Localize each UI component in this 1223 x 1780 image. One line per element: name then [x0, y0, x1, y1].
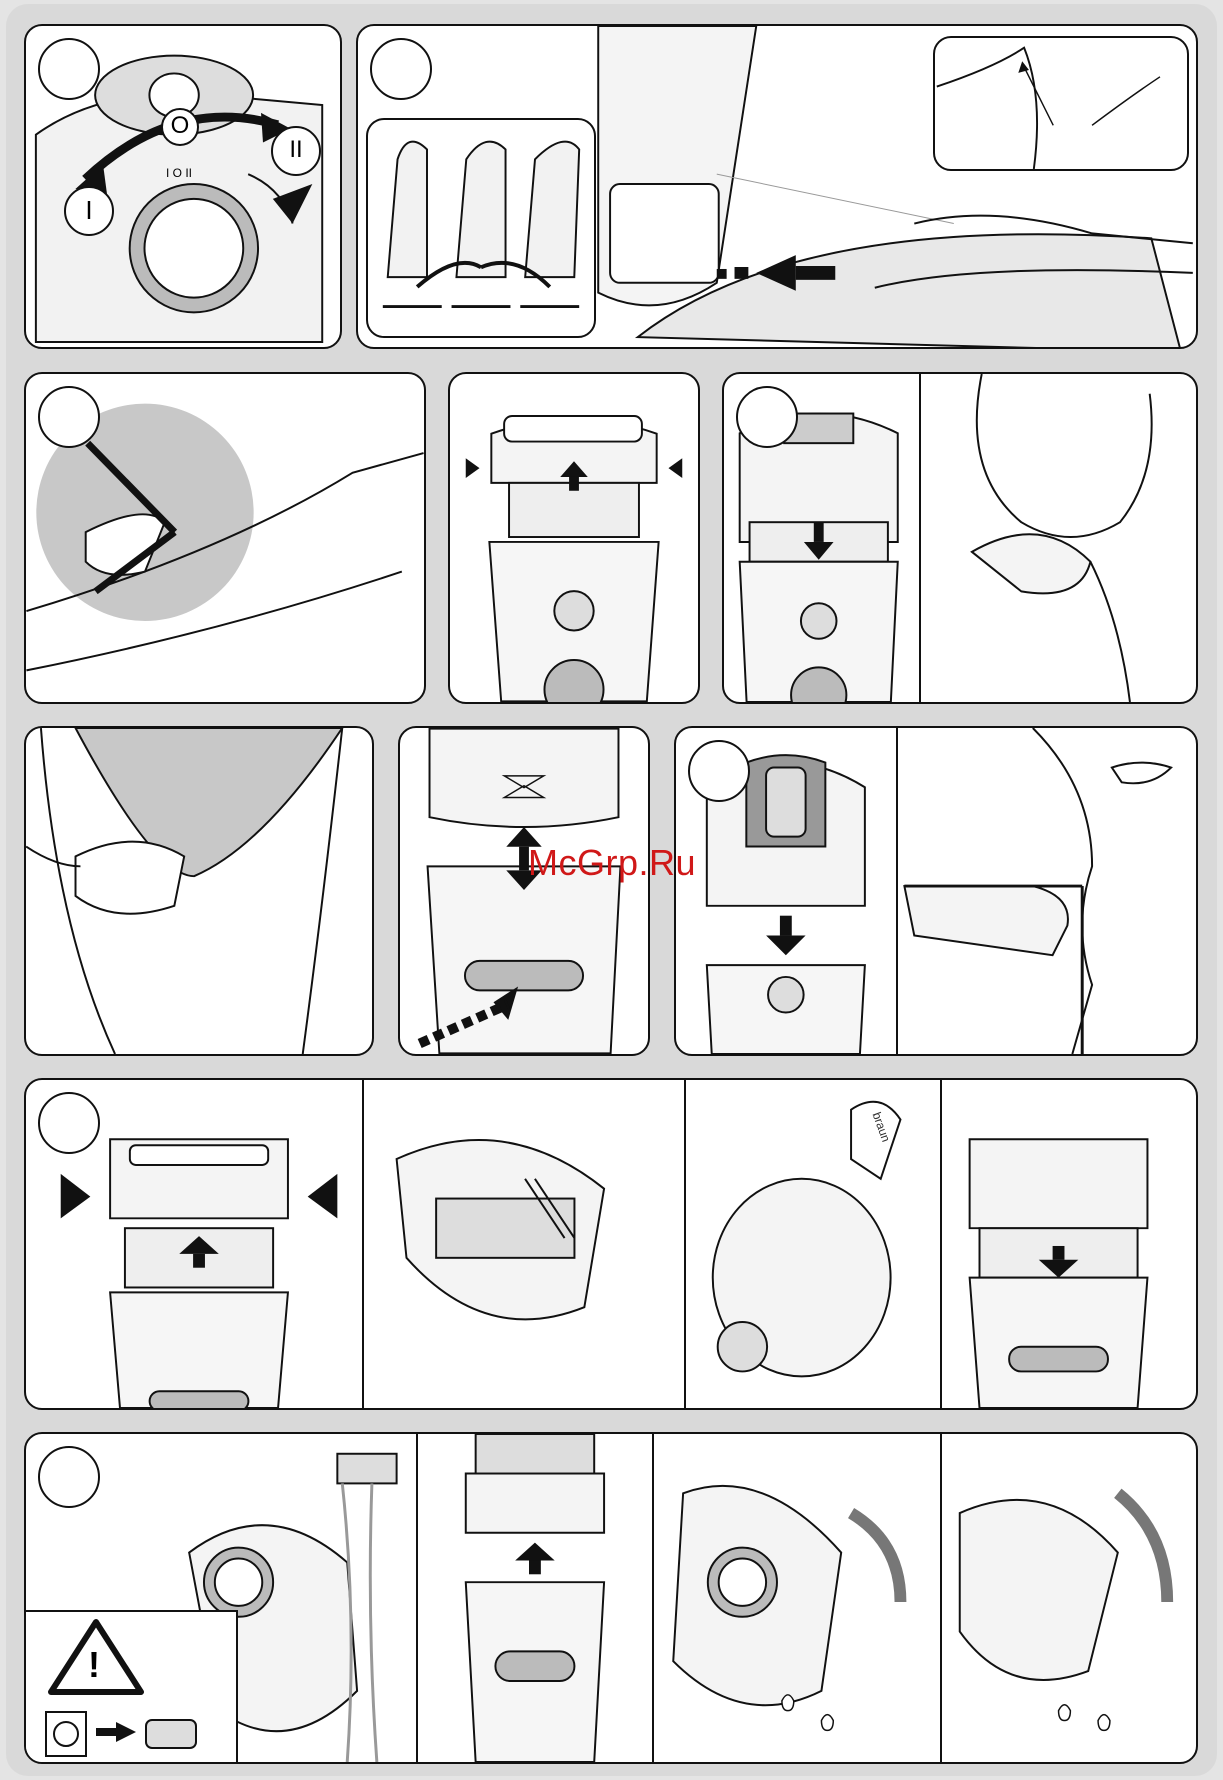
step-number-circle — [370, 38, 432, 100]
cleaning-illustration — [26, 1080, 1196, 1408]
step-number-circle — [688, 740, 750, 802]
panel-7-attach-cap — [398, 726, 650, 1056]
remove-cap-illustration — [450, 374, 698, 702]
switch-position-high: II — [271, 126, 321, 176]
step-number-circle — [38, 386, 100, 448]
panel-6-bikini-use — [24, 726, 374, 1056]
inset-skin-stretch — [933, 36, 1189, 171]
panel-8-face-attachment — [674, 726, 1198, 1056]
panel-9-cleaning-brush: braun — [24, 1078, 1198, 1410]
bikini-illustration — [26, 728, 372, 1054]
panel-10-rinse-under-water: ! — [24, 1432, 1198, 1764]
panel-4-remove-cap — [448, 372, 700, 704]
panel-5-facial-cap — [722, 372, 1198, 704]
panel-3-underarm-use — [24, 372, 426, 704]
warning-icon: ! — [88, 1644, 100, 1686]
attach-cap-illustration — [400, 728, 648, 1054]
step-number-circle — [38, 38, 100, 100]
panel-1-switch-settings: O I II I O II — [24, 24, 342, 349]
step-number-circle — [736, 386, 798, 448]
face-attachment-illustration — [676, 728, 1196, 1054]
switch-position-low: I — [64, 186, 114, 236]
panel-2-epilating-direction — [356, 24, 1198, 349]
inset-angle-positions — [366, 118, 596, 338]
switch-position-off: O — [161, 108, 199, 146]
instruction-sheet: O I II I O II — [6, 4, 1217, 1776]
step-number-circle — [38, 1446, 100, 1508]
switch-scale-label: I O II — [166, 166, 192, 180]
unplug-warning-box: ! — [26, 1610, 238, 1764]
watermark-text: McGrp.Ru — [528, 842, 696, 884]
step-number-circle — [38, 1092, 100, 1154]
